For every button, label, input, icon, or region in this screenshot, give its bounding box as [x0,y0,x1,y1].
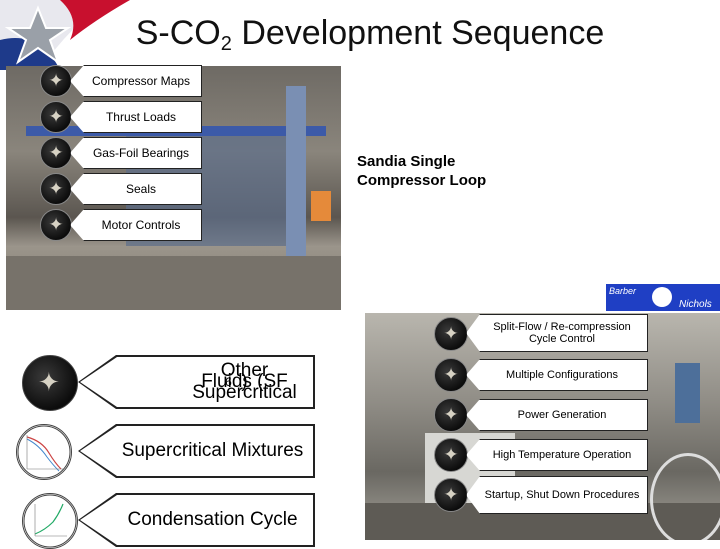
barber-nichols-logo: Barber Nichols [606,284,720,311]
callout-power-generation: Power Generation [466,399,648,431]
callout-compressor-maps: Compressor Maps [70,65,202,97]
callout-supercritical-mixtures: Supercritical Mixtures [78,424,315,478]
compressor-wheel-icon: ✦ [434,438,468,472]
callout-thrust-loads: Thrust Loads [70,101,202,133]
callout-startup-shutdown: Startup, Shut Down Procedures [466,476,648,514]
sandia-loop-label: Sandia Single Compressor Loop [357,153,487,189]
compressor-wheel-icon: ✦ [40,173,72,205]
compressor-wheel-icon: ✦ [434,358,468,392]
compressor-wheel-icon: ✦ [22,355,78,411]
callout-split-flow: Split-Flow / Re-compression Cycle Contro… [466,314,648,352]
callout-multiple-configurations: Multiple Configurations [466,359,648,391]
compressor-wheel-icon: ✦ [40,65,72,97]
callout-condensation-cycle: Condensation Cycle [78,493,315,547]
callout-motor-controls: Motor Controls [70,209,202,241]
compressor-wheel-icon: ✦ [434,478,468,512]
condensation-chart-icon [22,493,78,549]
compressor-wheel-icon: ✦ [434,398,468,432]
compressor-wheel-icon: ✦ [434,317,468,351]
phase-diagram-icon [16,424,72,480]
callout-high-temperature: High Temperature Operation [466,439,648,471]
compressor-wheel-icon: ✦ [40,137,72,169]
callout-seals: Seals [70,173,202,205]
compressor-wheel-icon: ✦ [40,101,72,133]
page-title: S-CO2 Development Sequence [135,14,605,55]
compressor-wheel-icon: ✦ [40,209,72,241]
callout-gas-foil-bearings: Gas-Foil Bearings [70,137,202,169]
flag-star-logo [0,0,130,70]
